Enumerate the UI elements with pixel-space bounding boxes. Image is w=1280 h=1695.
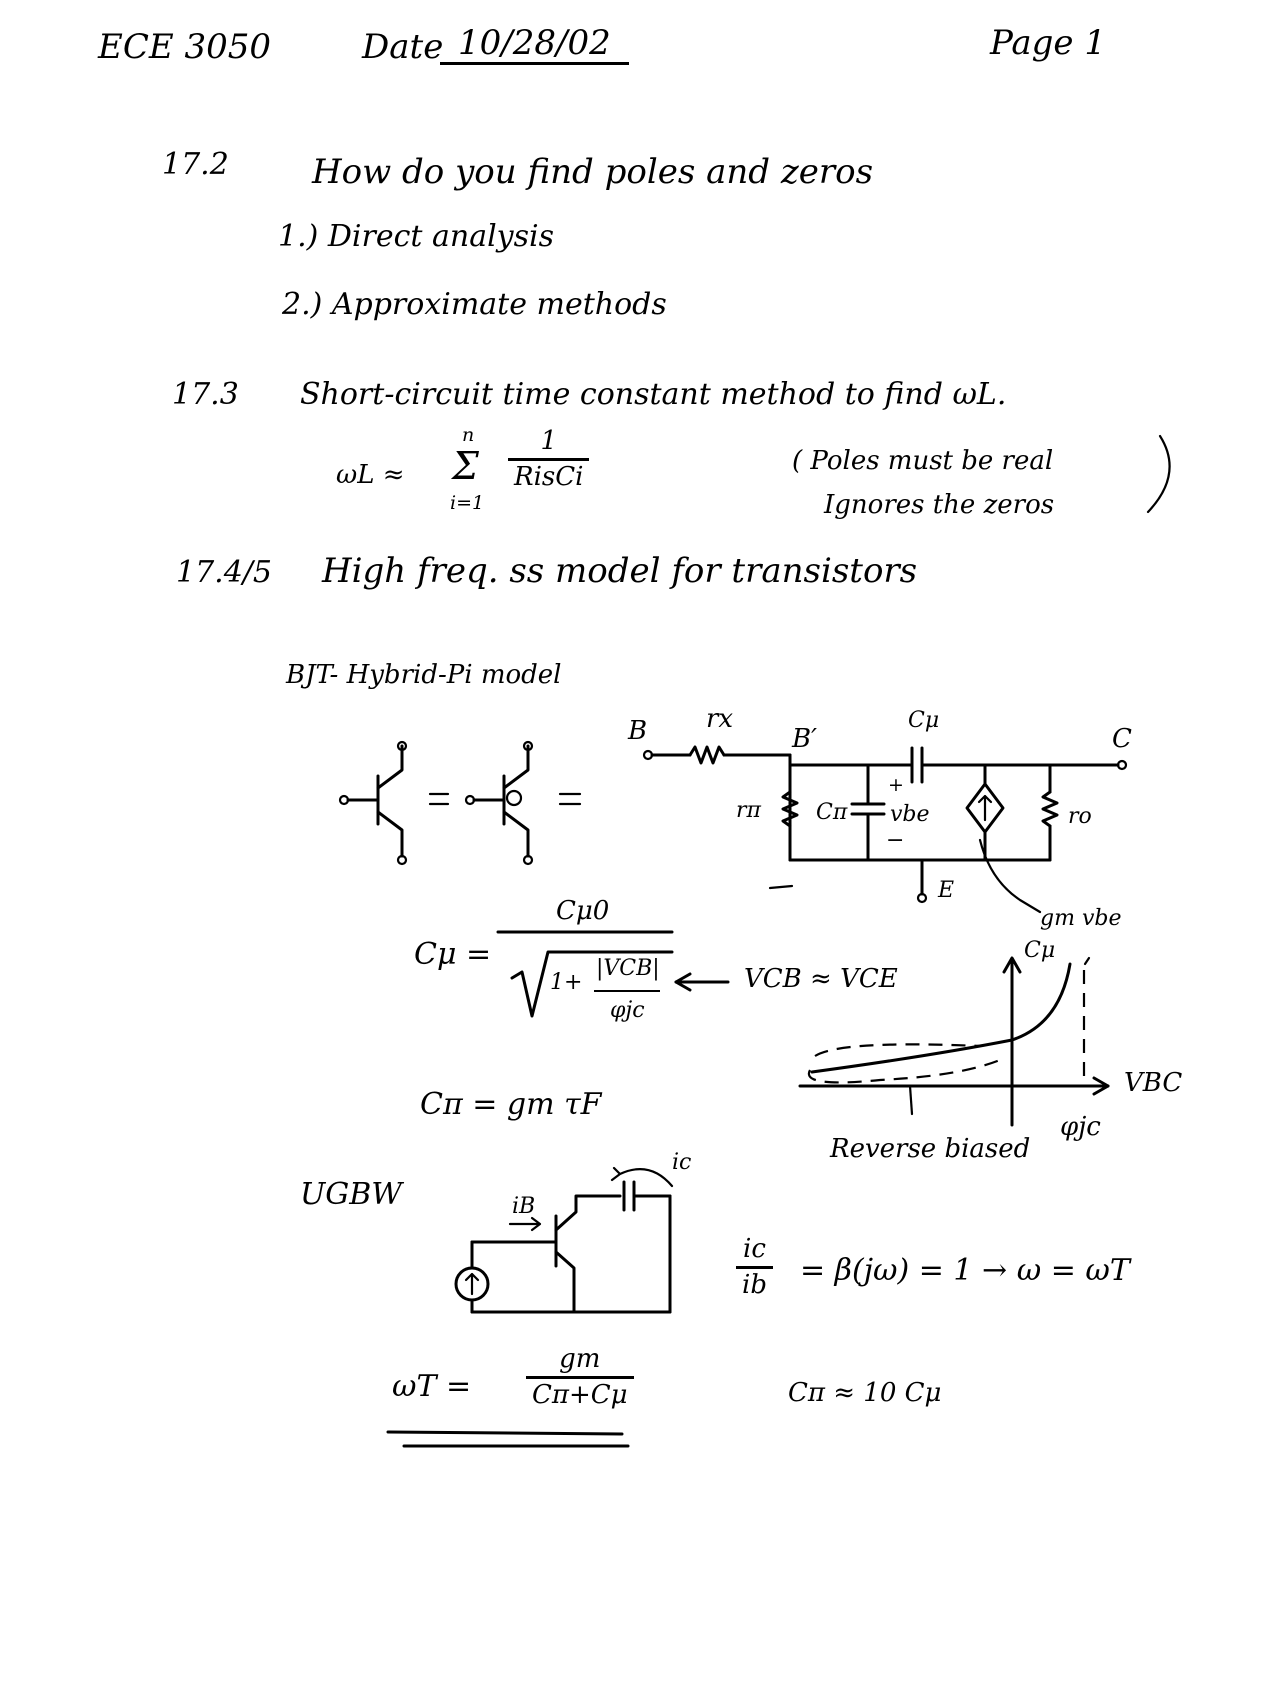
list-item-approximate-methods: 2.) Approximate methods [282, 287, 667, 322]
ic-ib-numerator: ic [743, 1234, 766, 1264]
wl-fraction: 1 RisCi [508, 426, 590, 493]
graph-y-label: Cμ [1024, 938, 1056, 963]
label-cmu: Cμ [908, 708, 940, 733]
sum-lower-limit: i=1 [450, 492, 485, 514]
date-label: Date [362, 27, 444, 67]
sqrt-symbol [496, 930, 674, 1018]
cmu-den-vcb: |VCB| [596, 956, 660, 981]
equals-sign-2 [558, 792, 582, 806]
section-number-17-4: 17.4/5 [176, 555, 272, 590]
list-item-direct-analysis: 1.) Direct analysis [278, 219, 555, 254]
section-title-17-2: How do you find poles and zeros [312, 152, 874, 192]
wl-fraction-numerator: 1 [540, 426, 557, 456]
wl-fraction-denominator: RisCi [514, 462, 584, 493]
ic-ib-denominator: ib [742, 1270, 767, 1301]
hybrid-pi-subtitle: BJT- Hybrid-Pi model [286, 660, 562, 690]
page-number: Page 1 [990, 23, 1106, 63]
cmu-den-phi: φjc [610, 998, 645, 1023]
label-gm-vbe: gm vbe [1040, 906, 1122, 931]
cmu-graph [798, 956, 1110, 1127]
graph-phi-label: φjc [1060, 1112, 1101, 1142]
date-value: 10/28/02 [440, 26, 629, 65]
label-b-prime: B′ [792, 724, 818, 754]
cmu-numerator: Cμ0 [556, 896, 610, 926]
label-ic: ic [672, 1150, 692, 1175]
course-code: ECE 3050 [98, 27, 271, 67]
ugbw-label: UGBW [300, 1177, 403, 1212]
equals-sign-1 [428, 792, 450, 806]
sum-upper-limit: n [462, 424, 475, 446]
fraction-bar [508, 458, 590, 462]
fraction-bar [526, 1376, 634, 1380]
wt-denominator: Cπ+Cμ [532, 1380, 628, 1411]
label-ib: iB [512, 1194, 536, 1219]
cmu-den-prefix: 1+ [550, 970, 583, 995]
cpi-approx: Cπ ≈ 10 Cμ [788, 1378, 942, 1408]
sum-symbol: Σ [452, 444, 479, 488]
label-b: B [628, 716, 648, 746]
poles-note: ( Poles must be real [792, 446, 1054, 476]
cmu-lhs: Cμ = [414, 937, 492, 972]
wt-lhs: ωT = [392, 1369, 472, 1404]
section-title-17-4: High freq. ss model for transistors [322, 551, 918, 591]
ugbw-circuit [454, 1166, 674, 1314]
label-vbe: vbe [890, 802, 930, 827]
arrow-to-vcb [674, 972, 730, 992]
label-c: C [1112, 724, 1132, 754]
label-rpi: rπ [736, 798, 761, 823]
graph-x-label: VBC [1124, 1068, 1183, 1098]
zeros-note: Ignores the zeros [824, 490, 1055, 520]
beta-equation: = β(jω) = 1 → ω = ωT [800, 1253, 1130, 1288]
label-minus: − [886, 828, 905, 853]
label-ro: ro [1068, 804, 1092, 829]
cmu-den-bar [594, 990, 660, 992]
hybrid-pi-circuit [642, 745, 1128, 914]
cpi-equation: Cπ = gm τF [420, 1087, 602, 1122]
label-rx: rx [706, 704, 734, 734]
label-cpi: Cπ [816, 800, 848, 825]
wl-lhs: ωL ≈ [336, 460, 405, 490]
fraction-bar [736, 1266, 773, 1270]
wt-numerator: gm [559, 1344, 601, 1374]
wt-fraction: gm Cπ+Cμ [526, 1344, 634, 1411]
section-title-17-3: Short-circuit time constant method to fi… [300, 377, 1007, 412]
section-number-17-3: 17.3 [172, 377, 239, 412]
bjt-internal-symbol [464, 740, 534, 866]
label-plus: + [888, 774, 904, 796]
label-e: E [938, 878, 955, 903]
bjt-symbol [338, 740, 408, 866]
ic-ib-fraction: ic ib [736, 1234, 773, 1301]
wt-underline-1 [386, 1430, 624, 1436]
vcb-vce-note: VCB ≈ VCE [744, 964, 898, 994]
reverse-biased-label: Reverse biased [830, 1134, 1031, 1164]
section-number-17-2: 17.2 [162, 147, 229, 182]
